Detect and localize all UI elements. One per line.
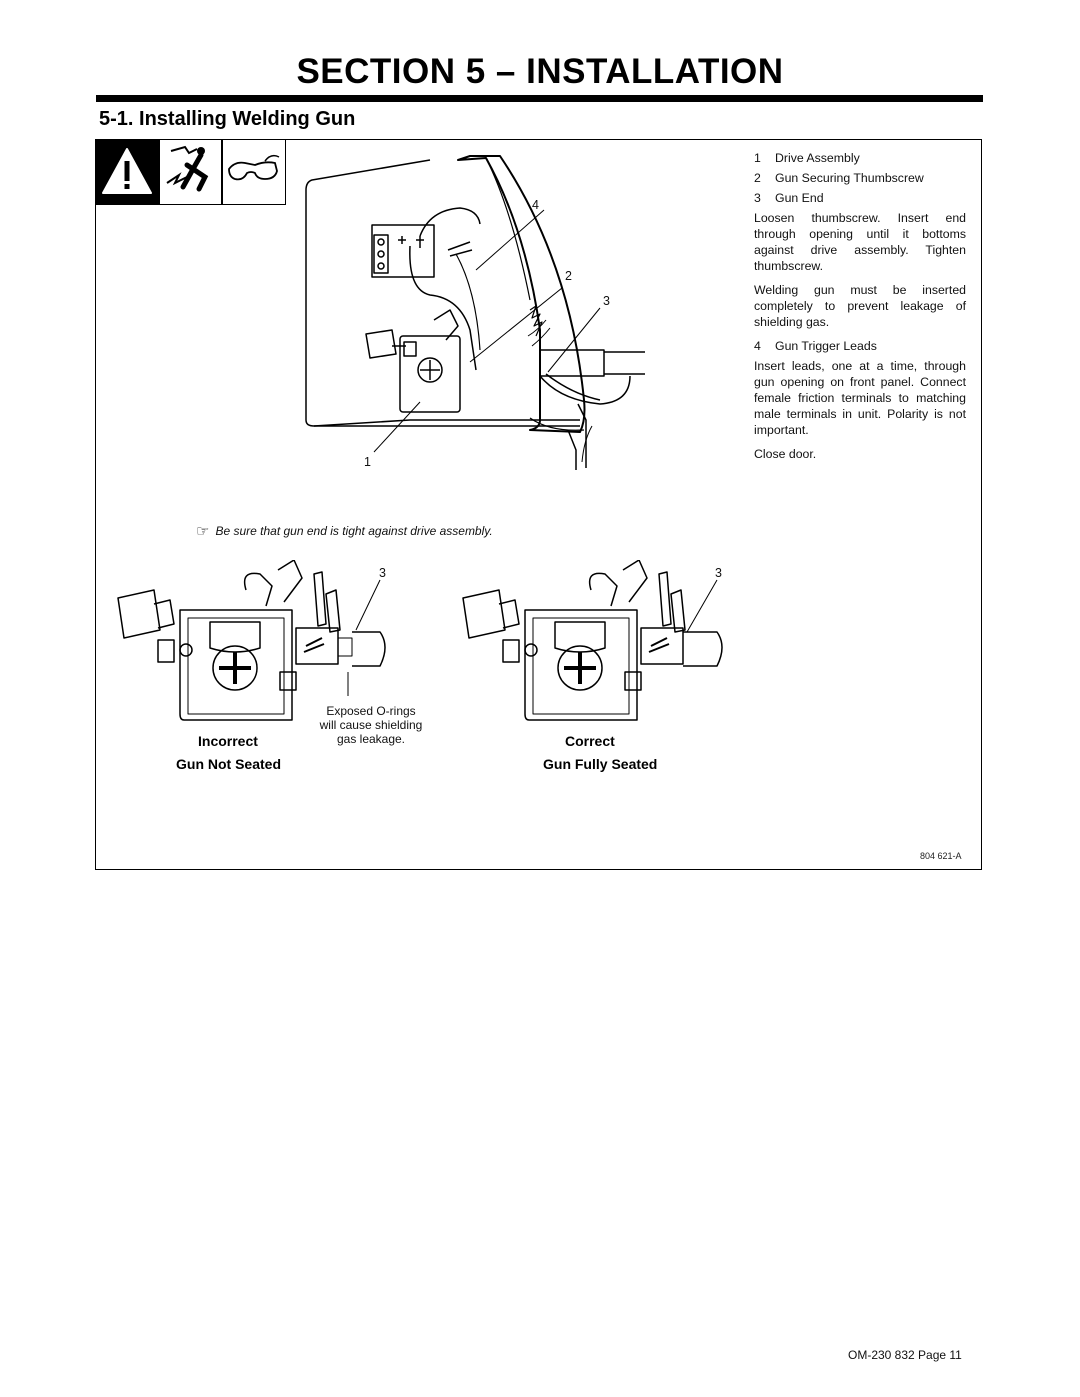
correct-subtitle: Gun Fully Seated — [543, 756, 658, 772]
legend-item: 3 Gun End — [754, 190, 966, 206]
legend-number: 3 — [754, 191, 761, 205]
instruction-paragraph: Close door. — [754, 447, 817, 461]
title-rule — [96, 95, 983, 102]
legend-number: 2 — [754, 171, 761, 185]
main-diagram — [305, 155, 645, 470]
figure-frame — [95, 139, 982, 870]
pointing-hand-icon: ☞ — [196, 523, 210, 540]
note-text: Be sure that gun end is tight against dr… — [215, 524, 493, 538]
legend-item: 2 Gun Securing Thumbscrew — [754, 170, 966, 186]
correct-title: Correct — [565, 733, 615, 749]
warning-triangle-icon — [95, 139, 159, 205]
correct-diagram — [462, 560, 723, 721]
legend-label: Gun Trigger Leads — [775, 339, 877, 353]
instruction-paragraph: Welding gun must be inserted completely … — [754, 283, 966, 329]
instruction-paragraph: Insert leads, one at a time, through gun… — [754, 359, 966, 437]
legend-number: 1 — [754, 151, 761, 165]
note-line: ☞ Be sure that gun end is tight against … — [196, 522, 493, 540]
legend-label: Gun Securing Thumbscrew — [775, 171, 924, 185]
legend-label: Gun End — [775, 191, 824, 205]
legend-number: 4 — [754, 339, 761, 353]
oring-warning-line: gas leakage. — [336, 732, 406, 746]
legend-item: 4 Gun Trigger Leads — [754, 338, 966, 354]
legend-item: 1 Drive Assembly — [754, 150, 966, 166]
callout-2: 2 — [565, 269, 572, 283]
instructions-column: 1 Drive Assembly 2 Gun Securing Thumbscr… — [754, 150, 966, 470]
safety-glasses-icon — [222, 139, 286, 205]
subsection-title: 5-1. Installing Welding Gun — [99, 108, 356, 130]
callout-3: 3 — [603, 294, 610, 308]
electric-shock-icon — [159, 139, 222, 205]
callout-1: 1 — [364, 455, 371, 469]
oring-warning: Exposed O-rings will cause shielding gas… — [306, 704, 436, 746]
figure-code: 804 621-A — [920, 851, 962, 861]
callout-3-correct: 3 — [715, 566, 722, 580]
incorrect-subtitle: Gun Not Seated — [176, 756, 282, 772]
callout-3-incorrect: 3 — [379, 566, 386, 580]
oring-warning-line: Exposed O-rings — [326, 704, 416, 718]
incorrect-title: Incorrect — [198, 733, 258, 749]
page-footer: OM-230 832 Page 11 — [848, 1348, 962, 1362]
callout-4: 4 — [532, 198, 539, 212]
incorrect-diagram — [117, 560, 386, 721]
instruction-paragraph: Loosen thumbscrew. Insert end through op… — [754, 211, 966, 273]
legend-label: Drive Assembly — [775, 151, 860, 165]
oring-warning-line: will cause shielding — [319, 718, 423, 732]
section-title: SECTION 5 – INSTALLATION — [296, 52, 784, 91]
hazard-icon-strip — [95, 139, 286, 205]
